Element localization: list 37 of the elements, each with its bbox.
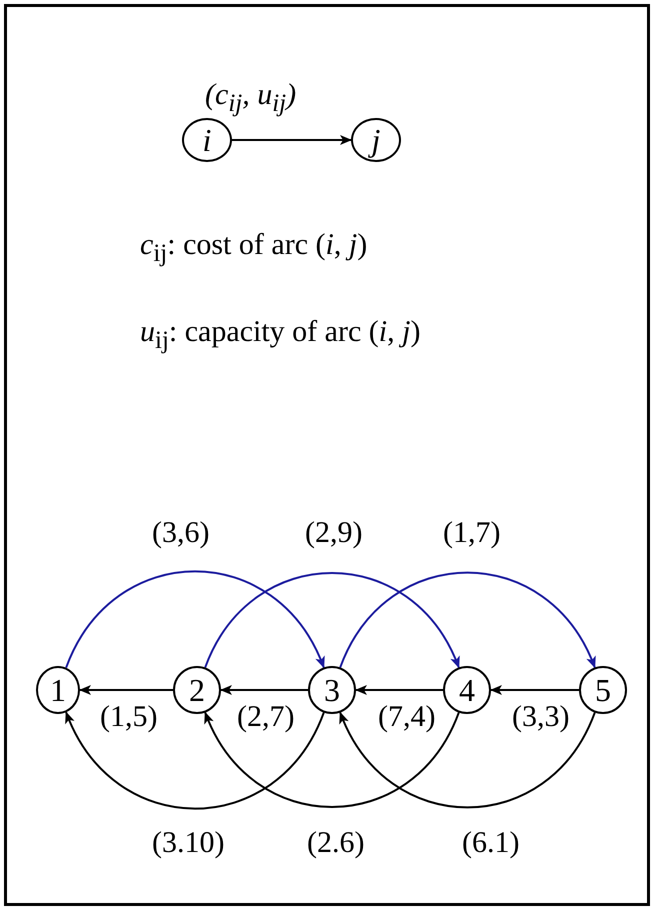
edge-label: (3.10) (152, 828, 224, 858)
arrow (355, 685, 443, 695)
edge-label: (2,7) (237, 702, 294, 732)
node-circle (182, 118, 232, 162)
node-circle (36, 666, 80, 714)
node-circle (351, 118, 401, 162)
node-circle (308, 666, 356, 714)
node-label: 3 (324, 674, 340, 706)
node-label: 1 (50, 674, 66, 706)
arrow (65, 711, 325, 810)
edge-label: (2,9) (305, 518, 362, 548)
node-label: 5 (595, 674, 611, 706)
arrow (204, 572, 460, 668)
arrow (339, 712, 596, 808)
edge-label: (3,6) (152, 518, 210, 548)
arrow (220, 685, 308, 695)
arrow (232, 135, 352, 145)
edge-label: (1,5) (100, 702, 158, 732)
definition-text: c$_{ij}$: cost of arc (i, j) (140, 228, 368, 268)
arrow (65, 570, 325, 668)
arrow (79, 685, 173, 695)
node-circle (443, 666, 491, 714)
edge-label: (c$_{ij}$, u$_{ij}$) (205, 80, 296, 116)
arrow (490, 685, 579, 695)
edge-label: (1,7) (443, 518, 500, 548)
node-circle (579, 666, 627, 714)
edge-label: (7,4) (378, 702, 436, 732)
edge-label: (2.6) (307, 828, 364, 858)
edge-label: (6.1) (462, 828, 520, 858)
arrow (204, 712, 460, 808)
node-label: i (202, 124, 212, 156)
node-circle (173, 666, 221, 714)
definition-text: u$_{ij}$: capacity of arc (i, j) (140, 315, 420, 354)
arrow (339, 572, 596, 668)
node-label: 4 (459, 674, 475, 706)
node-label: 2 (189, 674, 205, 706)
edge-label: (3,3) (512, 702, 570, 732)
